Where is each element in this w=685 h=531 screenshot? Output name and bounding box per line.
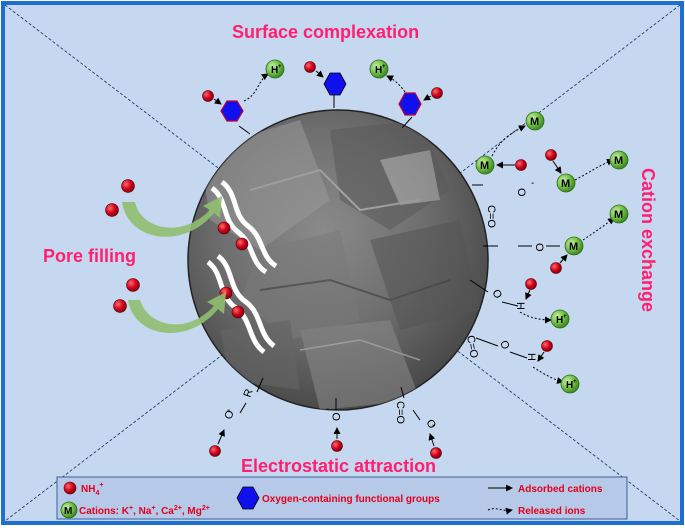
nh4-legend-label: NH4+ <box>81 482 103 497</box>
released-m: M <box>609 150 629 170</box>
green-curved-arrow <box>122 196 222 237</box>
nh4-ion <box>126 278 140 292</box>
h-ion-sup: + <box>573 379 577 385</box>
pore-channels <box>206 180 278 354</box>
nh4-ion <box>202 90 214 102</box>
released-m: M <box>609 204 629 224</box>
h-ion-sup: + <box>563 314 567 320</box>
pore-filling-title: Pore filling <box>43 246 136 266</box>
h-ion-sup: + <box>278 64 282 70</box>
minus-label: - <box>326 404 329 415</box>
pore-filling-arrows <box>105 179 226 333</box>
m-label: M <box>530 116 539 128</box>
surface-complexation-title: Surface complexation <box>232 22 419 42</box>
nh4-ion <box>113 299 127 313</box>
hexagon-legend-icon <box>236 486 260 510</box>
biochar-particle <box>187 109 489 411</box>
nh4-ion <box>430 447 442 459</box>
oxygen-groups-legend-label: Oxygen-containing functional groups <box>262 494 440 505</box>
h-bond-label: H <box>525 353 537 361</box>
adsorbed-legend-label: Adsorbed cations <box>518 484 603 495</box>
nh4-ion <box>525 278 537 290</box>
hexagon-functional-group <box>220 100 244 122</box>
nh4-ion <box>105 203 119 217</box>
hexagon-functional-group <box>323 72 347 96</box>
diagonal-line-1 <box>4 4 681 522</box>
legend: NH4+ M Cations: K+, Na+, Ca2+, Mg2+ Oxyg… <box>56 476 628 520</box>
h-ion-label: H <box>375 65 382 76</box>
nh4-ion <box>545 149 557 161</box>
legend-box <box>56 476 628 520</box>
nh4-ion <box>121 179 135 193</box>
nh4-ion <box>209 445 221 457</box>
released-h-ion: H + <box>550 309 570 329</box>
carbonyl-label: C=O <box>394 401 406 424</box>
surface-complexation-group: H + H + <box>202 59 443 135</box>
released-h-ion: H + <box>560 374 580 394</box>
carbonyl-label: C=O <box>464 334 480 359</box>
nh4-ion <box>431 87 443 99</box>
released-m: M <box>525 111 545 131</box>
cation-m: M <box>564 236 584 256</box>
cation-exchange-title: Cation exchange <box>638 168 658 312</box>
nh4-ion <box>304 61 316 73</box>
nh4-ion <box>550 262 562 274</box>
cation-m: M <box>475 155 495 175</box>
m-label: M <box>561 178 570 190</box>
nh4-legend-icon <box>63 481 77 495</box>
released-legend-label: Released ions <box>518 506 586 517</box>
minus-label: - <box>432 420 435 431</box>
m-label: M <box>614 209 623 221</box>
nh4-ion <box>515 159 527 171</box>
cation-legend-m: M <box>64 506 72 517</box>
green-curved-arrow <box>128 292 226 333</box>
h-ion-label: H <box>556 315 563 326</box>
o-label: O <box>533 243 545 252</box>
r-label: R <box>242 387 256 399</box>
nh4-ion <box>541 340 553 352</box>
o-label: O <box>515 188 527 197</box>
m-label: M <box>480 160 489 172</box>
o-label: O <box>331 412 343 421</box>
h-bond-label: H <box>514 302 526 310</box>
minus-label: - <box>227 405 230 416</box>
pore-nh4-ions <box>217 221 249 319</box>
hexagon-functional-group <box>398 92 422 116</box>
released-h-ion: H + <box>369 59 389 79</box>
cation-m: M <box>556 173 576 193</box>
cations-legend-label: Cations: K+, Na+, Ca2+, Mg2+ <box>79 505 210 517</box>
carbonyl-label: C=O <box>485 205 497 228</box>
cation-legend-icon <box>60 501 78 519</box>
h-ion-label: H <box>566 380 573 391</box>
cation-exchange-group: M M C=O O - M M O M <box>464 111 629 394</box>
released-h-ion: H + <box>265 59 285 79</box>
m-label: M <box>569 241 578 253</box>
m-label: M <box>614 155 623 167</box>
h-ion-label: H <box>271 65 278 76</box>
h-ion-sup: + <box>382 64 386 70</box>
electrostatic-attraction-title: Electrostatic attraction <box>241 456 436 476</box>
minus-label: - <box>531 178 534 189</box>
nh4-ion <box>331 440 343 452</box>
diagonal-line-2 <box>4 4 681 522</box>
